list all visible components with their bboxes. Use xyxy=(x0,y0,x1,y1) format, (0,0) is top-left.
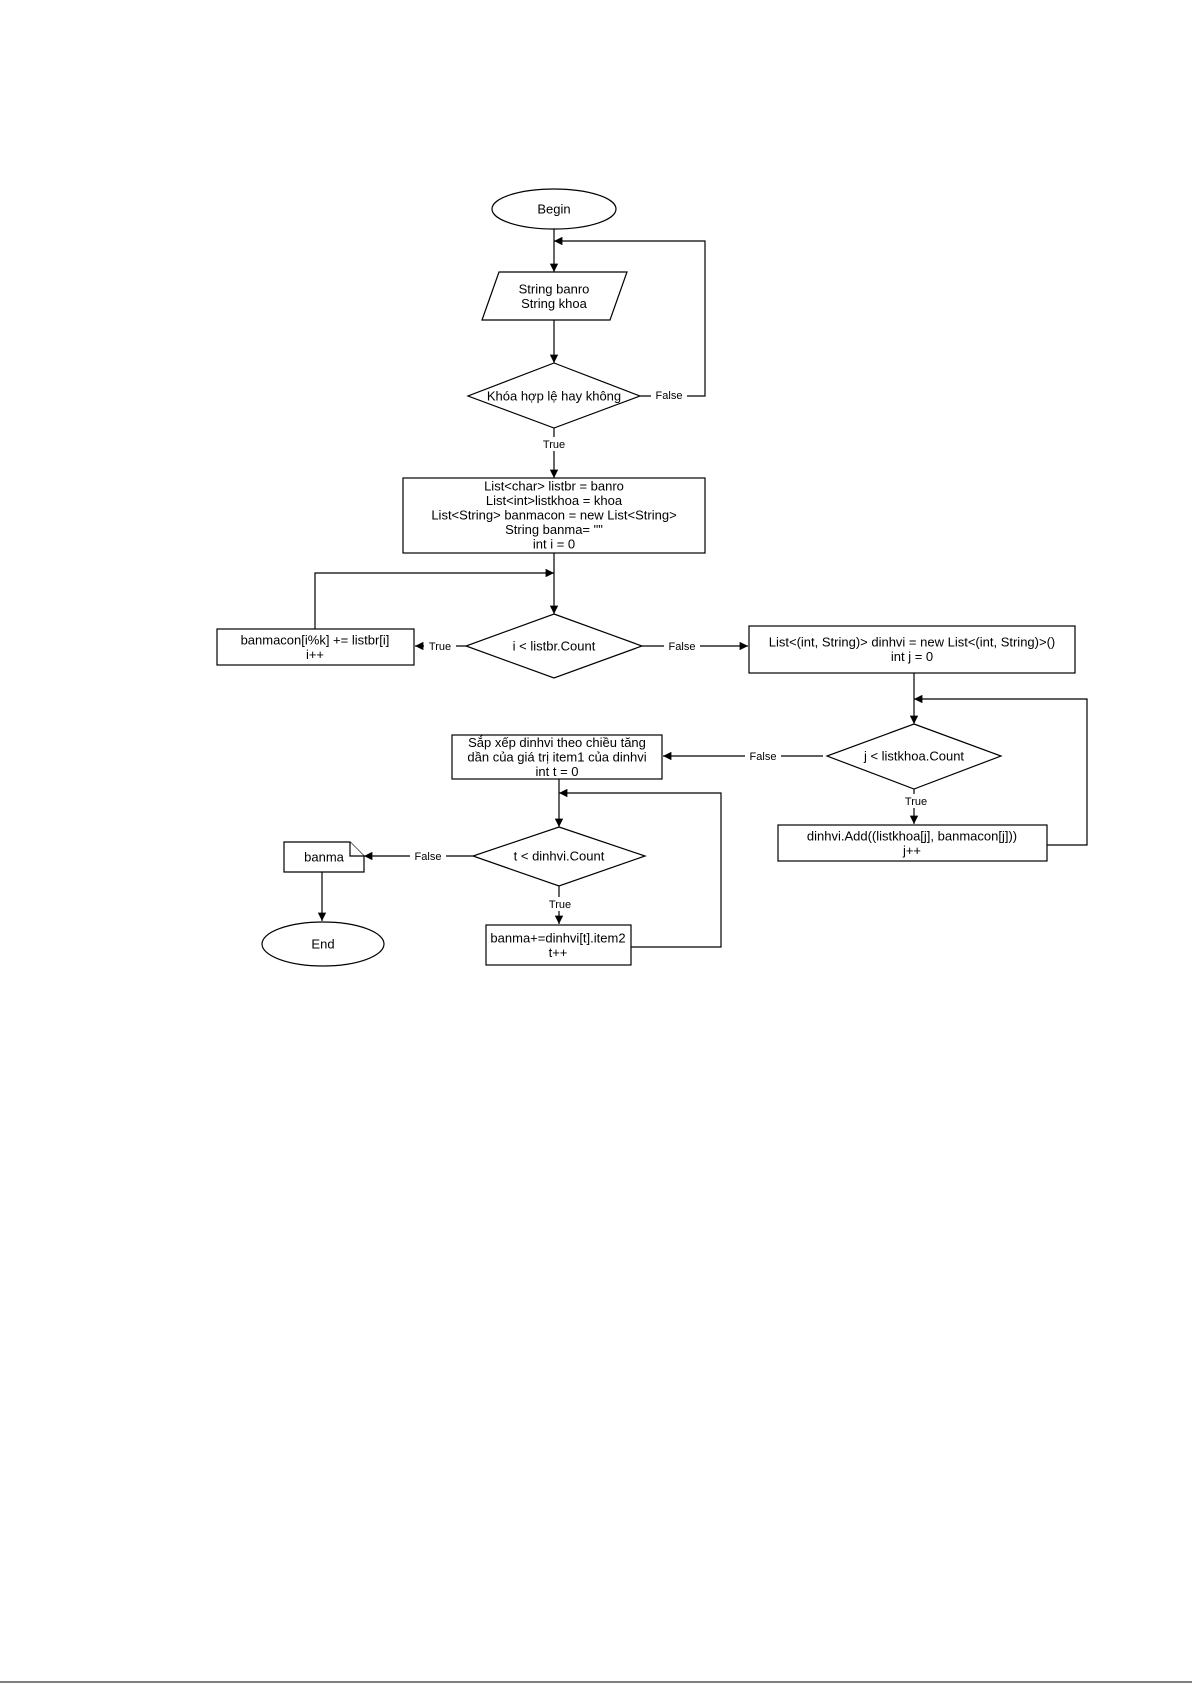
node-text-line: List<int>listkhoa = khoa xyxy=(486,493,623,508)
node-text-line: dần của giá trị item1 của dinhvi xyxy=(467,750,646,765)
label-t-true: True xyxy=(549,899,571,911)
node-text: Begin xyxy=(537,202,570,217)
label-j-false: False xyxy=(750,751,777,763)
label-check-false: False xyxy=(656,390,683,402)
node-text: t < dinhvi.Count xyxy=(514,849,605,864)
edge-t-body-loop xyxy=(559,788,722,948)
label-check-true: True xyxy=(543,439,565,451)
node-text-line: banma xyxy=(304,850,345,865)
node-text-line: List<(int, String)> dinhvi = new List<(i… xyxy=(769,634,1055,649)
label-j-true: True xyxy=(905,796,927,808)
node-text-line: int i = 0 xyxy=(533,537,575,552)
node-check-key: Khóa hợp lệ hay không xyxy=(466,362,642,429)
node-text: Khóa hợp lệ hay không xyxy=(487,389,621,404)
edge-j-body-loop xyxy=(914,694,1088,846)
node-loop-j-body: dinhvi.Add((listkhoa[j], banmacon[j]))j+… xyxy=(777,824,1048,862)
label-t-false: False xyxy=(415,851,442,863)
edge-labels: False True True False False True False T… xyxy=(410,388,932,911)
node-text-line: String banma= "" xyxy=(505,522,603,537)
node-loop-i-body: banmacon[i%k] += listbr[i]i++ xyxy=(216,628,415,666)
edge-i-body-loop xyxy=(314,568,554,629)
node-text-line: End xyxy=(311,937,334,952)
node-text-line: banmacon[i%k] += listbr[i] xyxy=(241,632,390,647)
node-text: i < listbr.Count xyxy=(513,639,596,654)
node-text-line: dinhvi.Add((listkhoa[j], banmacon[j])) xyxy=(807,828,1017,843)
node-text-line: i < listbr.Count xyxy=(513,639,596,654)
node-text-line: List<char> listbr = banro xyxy=(484,479,624,494)
node-text-line: banma+=dinhvi[t].item2 xyxy=(490,930,625,945)
node-text: End xyxy=(311,937,334,952)
node-text: List<(int, String)> dinhvi = new List<(i… xyxy=(769,634,1055,664)
node-text: j < listkhoa.Count xyxy=(863,749,964,764)
node-text: banmacon[i%k] += listbr[i]i++ xyxy=(241,632,390,662)
node-text-line: List<String> banmacon = new List<String> xyxy=(431,508,676,523)
node-begin: Begin xyxy=(491,188,617,230)
node-init-dinhvi: List<(int, String)> dinhvi = new List<(i… xyxy=(748,625,1076,674)
node-text-line: Begin xyxy=(537,202,570,217)
node-text-line: String banro xyxy=(519,281,590,296)
node-output: banma xyxy=(283,841,365,873)
node-text: dinhvi.Add((listkhoa[j], banmacon[j]))j+… xyxy=(807,828,1017,858)
node-text-line: int j = 0 xyxy=(891,649,933,664)
node-text-line: Sắp xếp dinhvi theo chiều tăng xyxy=(468,735,646,750)
node-cond-t: t < dinhvi.Count xyxy=(471,826,647,887)
node-text-line: int t = 0 xyxy=(536,764,579,779)
node-text-line: j < listkhoa.Count xyxy=(863,749,964,764)
node-text-line: j++ xyxy=(902,843,921,858)
node-text-line: i++ xyxy=(306,647,324,662)
node-cond-j: j < listkhoa.Count xyxy=(825,723,1003,790)
label-i-true: True xyxy=(429,641,451,653)
node-end: End xyxy=(261,921,385,967)
label-i-false: False xyxy=(669,641,696,653)
node-cond-i: i < listbr.Count xyxy=(464,613,644,679)
node-text-line: String khoa xyxy=(521,296,588,311)
node-text-line: t < dinhvi.Count xyxy=(514,849,605,864)
node-text-line: Khóa hợp lệ hay không xyxy=(487,389,621,404)
node-text-line: t++ xyxy=(549,945,568,960)
node-text: banma xyxy=(304,850,345,865)
